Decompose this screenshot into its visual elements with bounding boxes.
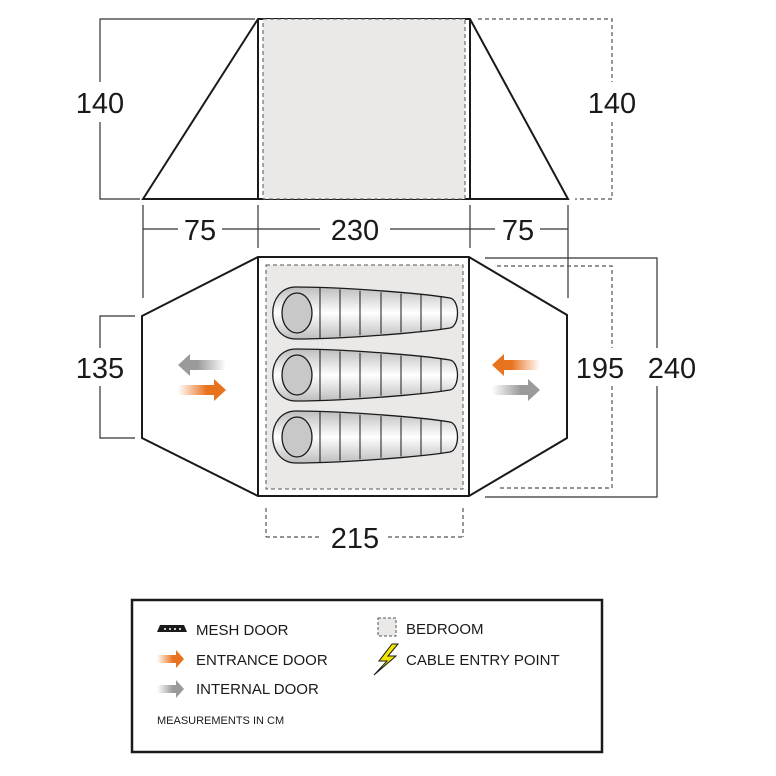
side-elevation: 140 140: [76, 18, 636, 200]
cable-entry-lightning-icon: [373, 643, 400, 676]
right-doors: [492, 354, 540, 401]
sleeping-bag-icon: [272, 348, 459, 402]
right-height-label: 140: [588, 88, 636, 120]
sleeping-bag-icon: [272, 286, 459, 340]
measurements-note: MEASUREMENTS IN CM: [157, 715, 284, 727]
porch-height-label: 135: [76, 353, 124, 385]
internal-door-legend-icon: [157, 680, 184, 698]
legend-internal-door: INTERNAL DOOR: [196, 681, 319, 698]
floor-plan: [141, 256, 568, 497]
bedroom-depth-label: 215: [331, 523, 379, 555]
legend-bedroom: BEDROOM: [406, 621, 484, 638]
left-porch-width-label: 75: [184, 215, 216, 247]
bedroom-legend-icon: [377, 617, 397, 637]
legend-entrance-door: ENTRANCE DOOR: [196, 652, 328, 669]
sleeping-bag-icon: [272, 410, 459, 464]
left-doors: [178, 354, 226, 401]
mesh-door-icon: [157, 625, 187, 632]
entrance-door-legend-icon: [157, 650, 184, 668]
legend: MESH DOOR ENTRANCE DOOR INTERNAL DOOR ME…: [130, 598, 604, 754]
legend-mesh-door: MESH DOOR: [196, 622, 289, 639]
entrance-door-arrow-icon: [492, 354, 540, 376]
floor-dimensions: [99, 257, 658, 538]
internal-door-arrow-icon: [492, 379, 540, 401]
inner-height-label: 195: [576, 353, 624, 385]
width-dimensions: [142, 205, 569, 298]
left-height-label: 140: [76, 88, 124, 120]
legend-cable-entry: CABLE ENTRY POINT: [406, 652, 560, 669]
internal-door-arrow-icon: [178, 354, 226, 376]
entrance-door-arrow-icon: [178, 379, 226, 401]
total-height-label: 240: [648, 353, 696, 385]
bedroom-width-label: 230: [331, 215, 379, 247]
right-porch-width-label: 75: [502, 215, 534, 247]
